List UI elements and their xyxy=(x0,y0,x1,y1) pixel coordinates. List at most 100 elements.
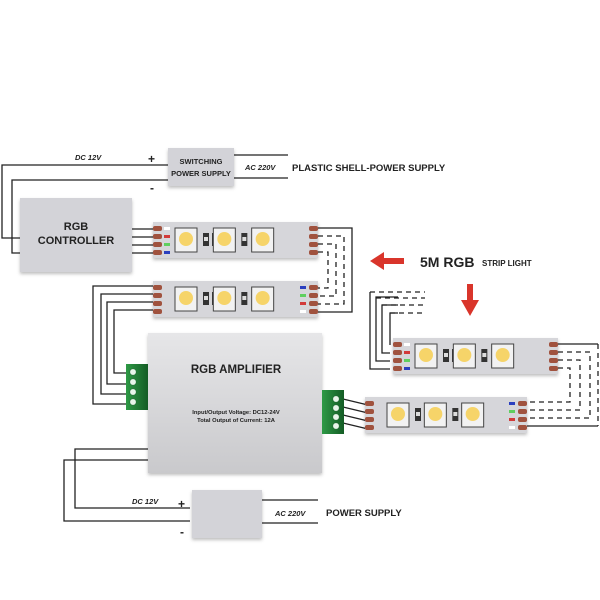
solder-pad xyxy=(393,350,402,355)
led-icon xyxy=(428,407,443,421)
terminal-screw-icon xyxy=(332,422,340,430)
wire-s3-3 xyxy=(375,296,398,362)
pin-color-marker xyxy=(300,286,306,289)
terminal-screw-icon xyxy=(129,388,137,396)
wire-s3-s4-dash-2 xyxy=(527,359,581,411)
bottom-plus-sign: + xyxy=(178,497,185,511)
solder-pad xyxy=(153,309,162,314)
rgb-controller-label-2: CONTROLLER xyxy=(38,235,114,247)
wire-s3-4 xyxy=(369,292,390,370)
solder-pad xyxy=(153,301,162,306)
resistor-band xyxy=(242,237,247,241)
solder-pad xyxy=(518,417,527,422)
solder-pad xyxy=(153,234,162,239)
solder-pad xyxy=(518,409,527,414)
terminal-screw-icon xyxy=(332,404,340,412)
top-minus-sign: - xyxy=(150,181,154,195)
solder-pad xyxy=(393,358,402,363)
left-arrow-icon xyxy=(370,252,404,270)
wire-amp-out-3 xyxy=(342,414,369,422)
led-icon xyxy=(179,232,193,246)
switching-power-supply-label-1: SWITCHING xyxy=(180,157,223,166)
callout-main-text: 5M RGB xyxy=(420,254,474,270)
wire-amp-in-3 xyxy=(106,301,153,385)
led-strip xyxy=(393,338,558,374)
solder-pad xyxy=(549,342,558,347)
pin-color-marker xyxy=(404,367,410,370)
wire-amp-out-4 xyxy=(342,422,369,430)
wire-s1-s2-dash-2 xyxy=(318,243,337,297)
resistor-band xyxy=(204,237,208,241)
solder-pad xyxy=(309,293,318,298)
pin-color-marker xyxy=(164,251,170,254)
solder-pad xyxy=(309,242,318,247)
pin-color-marker xyxy=(164,235,170,238)
pin-color-marker xyxy=(509,418,515,421)
bottom-power-supply: DC 12V + - AC 220V POWER SUPPLY xyxy=(132,490,402,539)
wire-s3-2 xyxy=(381,304,398,354)
wire-s1-s2-dash-1 xyxy=(318,235,345,305)
switching-power-supply-label-2: POWER SUPPLY xyxy=(171,169,231,178)
bottom-ac-label: AC 220V xyxy=(274,509,306,518)
wire-amp-in-2 xyxy=(100,293,153,395)
led-strip xyxy=(153,281,318,317)
solder-pad xyxy=(393,342,402,347)
amp-input-terminal xyxy=(126,364,148,410)
solder-pad xyxy=(518,401,527,406)
led-icon xyxy=(457,348,472,362)
pin-color-marker xyxy=(300,310,306,313)
led-icon xyxy=(179,291,193,305)
pin-color-marker xyxy=(404,351,410,354)
strip-callout: 5M RGB STRIP LIGHT xyxy=(370,252,532,316)
solder-pad xyxy=(153,250,162,255)
bottom-dc-label: DC 12V xyxy=(132,497,159,506)
resistor-band xyxy=(444,353,448,357)
wire-amp-in-1 xyxy=(92,285,153,405)
wire-amp-out-2 xyxy=(342,406,369,414)
solder-pad xyxy=(309,285,318,290)
pin-color-marker xyxy=(164,243,170,246)
resistor-band xyxy=(482,353,487,357)
solder-pad xyxy=(365,409,374,414)
wires xyxy=(1,154,598,524)
pin-color-marker xyxy=(509,426,515,429)
solder-pad xyxy=(153,293,162,298)
solder-pad xyxy=(309,226,318,231)
rgb-amplifier-title: RGB AMPLIFIER xyxy=(191,364,282,376)
pin-color-marker xyxy=(164,227,170,230)
resistor-band xyxy=(453,412,458,416)
pin-color-marker xyxy=(404,359,410,362)
wire-dc-minus-top xyxy=(11,179,168,254)
solder-pad xyxy=(309,250,318,255)
wire-dc-plus-top xyxy=(1,164,168,239)
pin-color-marker xyxy=(300,294,306,297)
rgb-amplifier-spec-current: Total Output of Current: 12A xyxy=(197,418,276,424)
led-icon xyxy=(465,407,480,421)
wire-dc-minus-bottom xyxy=(63,459,190,522)
led-icon xyxy=(255,291,270,305)
pin-color-marker xyxy=(300,302,306,305)
resistor-band xyxy=(242,296,247,300)
terminal-screw-icon xyxy=(129,368,137,376)
top-plus-sign: + xyxy=(148,152,155,166)
top-dc-label: DC 12V xyxy=(75,153,102,162)
led-icon xyxy=(217,232,232,246)
bottom-power-supply-box xyxy=(192,490,262,538)
terminal-screw-icon xyxy=(332,395,340,403)
led-strips xyxy=(153,222,558,433)
amp-output-terminal xyxy=(322,390,344,434)
wire-s1-s2-dash-3 xyxy=(318,251,329,289)
rgb-controller-box xyxy=(20,198,132,272)
solder-pad xyxy=(393,366,402,371)
solder-pad xyxy=(309,301,318,306)
pin-color-marker xyxy=(509,410,515,413)
wire-s3-s4-dash-3 xyxy=(527,367,571,403)
solder-pad xyxy=(365,401,374,406)
solder-pad xyxy=(549,358,558,363)
bottom-supply-caption: POWER SUPPLY xyxy=(326,508,402,519)
down-arrow-icon xyxy=(461,284,479,316)
resistor-band xyxy=(204,296,208,300)
solder-pad xyxy=(309,309,318,314)
solder-pad xyxy=(153,242,162,247)
